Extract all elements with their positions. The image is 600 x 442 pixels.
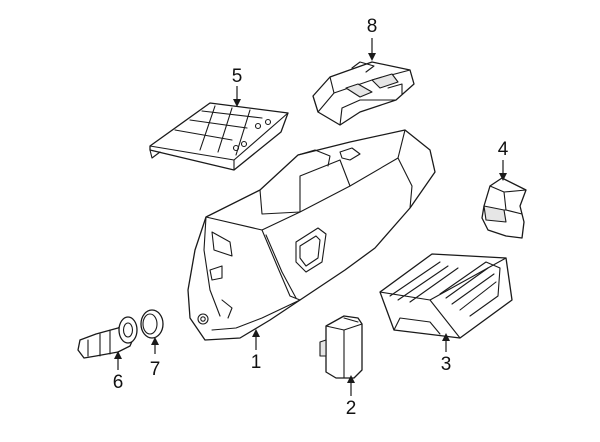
- callout-4: 4: [498, 139, 509, 160]
- callout-8: 8: [367, 16, 378, 37]
- part-7-lock-cap: [140, 309, 164, 339]
- part-4-clip: [481, 177, 527, 239]
- callout-6: 6: [113, 372, 124, 393]
- leader-lines: [114, 38, 507, 396]
- part-3-damper: [379, 253, 513, 339]
- callout-2: 2: [346, 398, 357, 419]
- callout-7: 7: [150, 359, 161, 380]
- part-8-latch: [312, 61, 415, 126]
- part-6-lock-cylinder: [77, 316, 138, 359]
- part-2-switch: [319, 315, 363, 379]
- callout-3: 3: [441, 354, 452, 375]
- part-5-tray: [149, 102, 289, 171]
- callout-5: 5: [232, 66, 243, 87]
- callout-1: 1: [251, 352, 262, 373]
- part-1-glove-box: [187, 129, 436, 341]
- callout-labels: 8 5 4 1 2 3 6 7: [113, 16, 509, 419]
